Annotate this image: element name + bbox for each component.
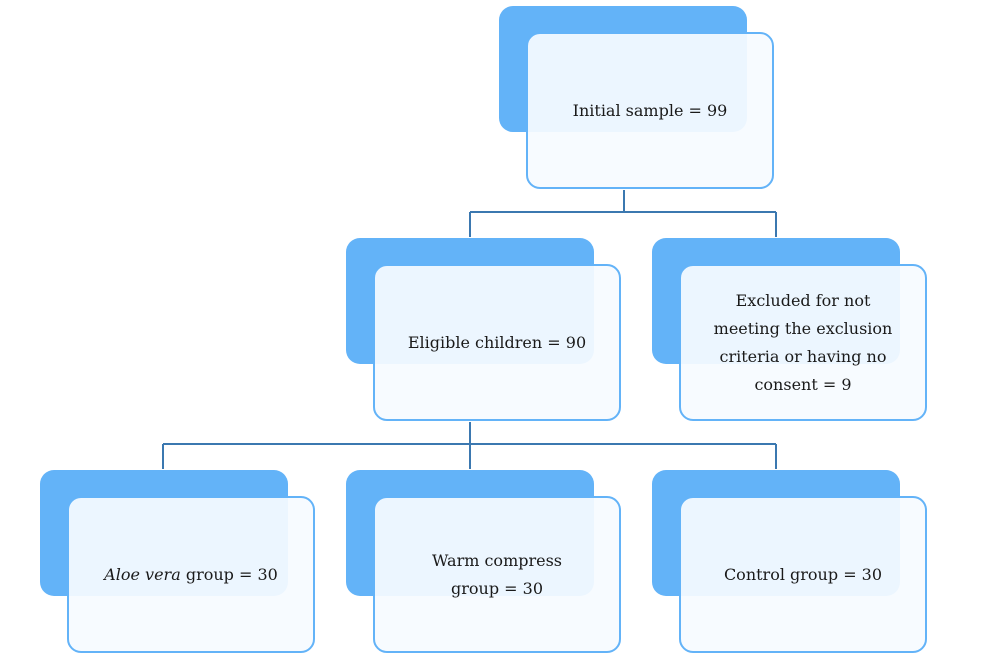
node-card: Control group = 30 <box>679 496 927 653</box>
node-card: Warm compress group = 30 <box>373 496 621 653</box>
node-card: Initial sample = 99 <box>526 32 774 189</box>
warm-compress-text: Warm compress group = 30 <box>431 550 563 598</box>
node-card: Excluded for not meeting the exclusion c… <box>679 264 927 421</box>
eligible-children-text: Eligible children = 90 <box>407 332 587 352</box>
control-group-text: Control group = 30 <box>723 564 883 584</box>
node-card: Aloe vera group = 30 <box>67 496 315 653</box>
initial-sample-text: Initial sample = 99 <box>572 100 728 120</box>
aloe-vera-label: Aloe vera <box>104 564 181 584</box>
excluded-text: Excluded for not meeting the exclusion c… <box>713 290 893 394</box>
node-card: Eligible children = 90 <box>373 264 621 421</box>
aloe-group-count: group = 30 <box>180 564 278 584</box>
